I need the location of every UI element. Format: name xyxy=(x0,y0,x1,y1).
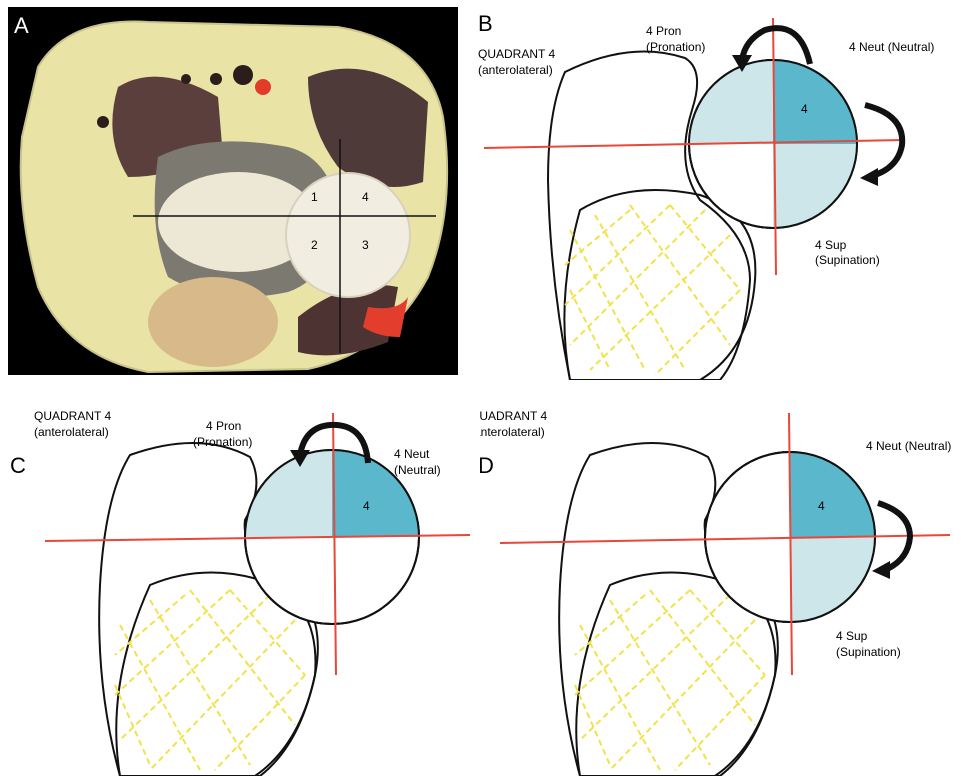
neutral-label: 4 Neut (Neutral) xyxy=(849,40,934,54)
quadrant-label-1: 1 xyxy=(311,190,318,204)
quadrant-title: QUADRANT 4 xyxy=(480,409,547,423)
neutral-label: 4 Neut (Neutral) xyxy=(866,439,951,453)
panel-b-diagram: B QUADRANT 4 (anterolateral) 4 Pron (Pro… xyxy=(470,0,961,380)
panel-a-letter: A xyxy=(14,13,29,39)
panel-b-letter: B xyxy=(478,11,493,37)
quadrant-label-3: 3 xyxy=(362,238,369,252)
panel-a-cross-section-photo: A 1 4 2 3 xyxy=(8,7,458,375)
supination-label: 4 Sup xyxy=(836,629,867,643)
panel-c-diagram: C QUADRANT 4 (anterolateral) 4 Pron (Pro… xyxy=(0,385,480,776)
quadrant-title: QUADRANT 4 xyxy=(478,47,555,61)
supination-label: 4 Sup xyxy=(815,238,846,252)
quadrant-title: QUADRANT 4 xyxy=(34,409,111,423)
quadrant-label-2: 2 xyxy=(311,238,318,252)
quadrant-number: 4 xyxy=(818,499,825,513)
neutral-label: 4 Neut xyxy=(394,447,429,461)
panel-c-letter: C xyxy=(10,453,26,479)
quadrant-label-4: 4 xyxy=(362,190,369,204)
panel-d-letter: D xyxy=(480,453,494,479)
quadrant-subtitle: (anterolateral) xyxy=(34,425,109,439)
pronation-label: 4 Pron xyxy=(646,24,681,38)
quadrant-number: 4 xyxy=(801,102,808,116)
supination-sublabel: (Supination) xyxy=(815,253,880,267)
pronation-sublabel: (Pronation) xyxy=(193,435,252,449)
cross-section-illustration xyxy=(8,7,458,375)
quadrant-subtitle: (anterolateral) xyxy=(480,425,545,439)
pronation-label: 4 Pron xyxy=(206,419,241,433)
supination-sublabel: (Supination) xyxy=(836,645,901,659)
quadrant-subtitle: (anterolateral) xyxy=(478,63,553,77)
panel-d-diagram: D QUADRANT 4 (anterolateral) 4 Neut (Neu… xyxy=(480,385,961,776)
neutral-sublabel: (Neutral) xyxy=(394,463,441,477)
quadrant-number: 4 xyxy=(363,499,370,513)
pronation-sublabel: (Pronation) xyxy=(646,40,705,54)
